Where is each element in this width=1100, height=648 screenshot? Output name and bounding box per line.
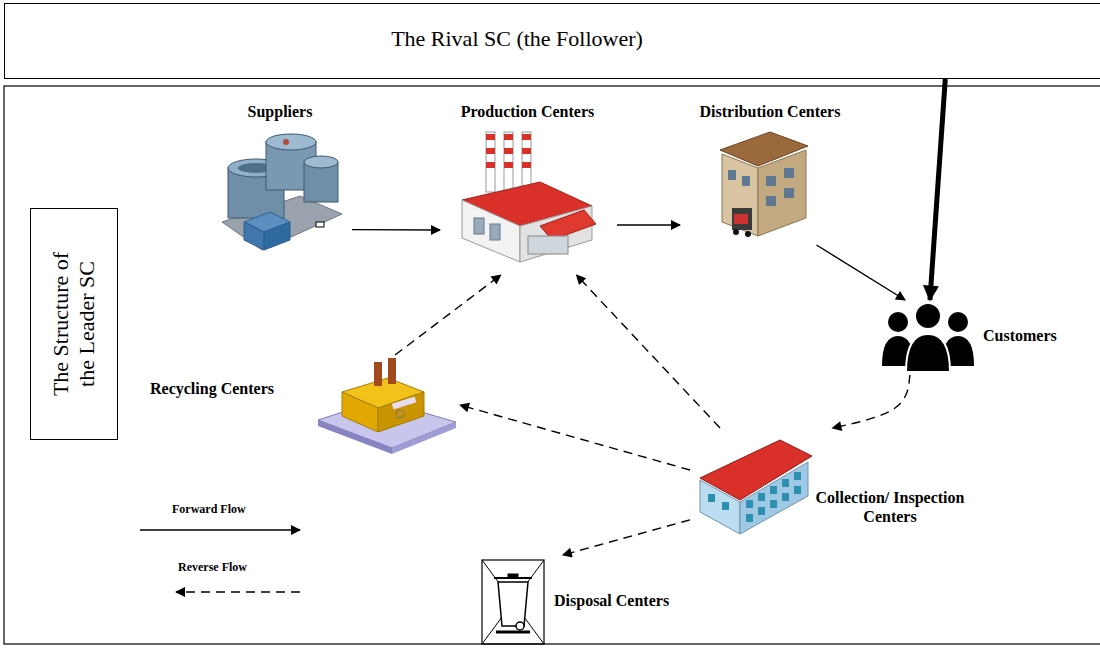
legend-label: Reverse Flow bbox=[178, 560, 247, 575]
node-label: Disposal Centers bbox=[554, 591, 669, 610]
leader-frame bbox=[4, 86, 1100, 644]
node-label: The Structure of the Leader SC bbox=[48, 238, 101, 410]
factory-icon bbox=[462, 132, 596, 262]
node-label: Collection/ Inspection Centers bbox=[806, 488, 974, 526]
forward-flow-arrow bbox=[352, 229, 440, 231]
node-label: Production Centers bbox=[440, 102, 615, 121]
forward-flow-arrow bbox=[617, 224, 680, 225]
disposal-node: Disposal Centers bbox=[478, 555, 671, 645]
leader-label-box: The Structure of the Leader SC bbox=[30, 208, 118, 440]
customer-node: Customers bbox=[878, 300, 1098, 375]
forward-flow-arrow bbox=[817, 245, 906, 300]
supplier-icon bbox=[222, 134, 342, 250]
node-label: The Rival SC (the Follower) bbox=[391, 26, 643, 52]
legend-sample-line bbox=[140, 529, 300, 530]
reverse-flow-arrow bbox=[576, 275, 720, 428]
forward-flow-arrow bbox=[930, 79, 945, 300]
node-label: Suppliers bbox=[210, 102, 350, 121]
collection-icon bbox=[700, 440, 812, 534]
warehouse-icon bbox=[720, 132, 808, 237]
recycling-node: Recycling Centers bbox=[148, 355, 460, 455]
reverse-flow-arrow bbox=[395, 275, 501, 355]
reverse-flow-arrow bbox=[563, 520, 690, 555]
supplier-node: Suppliers bbox=[210, 100, 352, 260]
legend-label: Forward Flow bbox=[172, 502, 246, 517]
reverse-flow-arrow bbox=[460, 405, 690, 470]
recycling-icon bbox=[318, 358, 456, 454]
disposal-icon bbox=[482, 560, 544, 644]
node-label: Recycling Centers bbox=[150, 379, 274, 398]
reverse-flow-arrow bbox=[832, 375, 909, 428]
production-node: Production Centers bbox=[440, 100, 617, 275]
node-label: Distribution Centers bbox=[680, 102, 860, 121]
node-label: Customers bbox=[983, 326, 1057, 345]
customers-icon bbox=[882, 303, 974, 372]
rival-band: The Rival SC (the Follower) bbox=[4, 3, 1100, 79]
collection-node: Collection/ Inspection Centers bbox=[690, 428, 976, 540]
distribution-node: Distribution Centers bbox=[680, 100, 862, 245]
legend-sample-line bbox=[176, 591, 300, 592]
